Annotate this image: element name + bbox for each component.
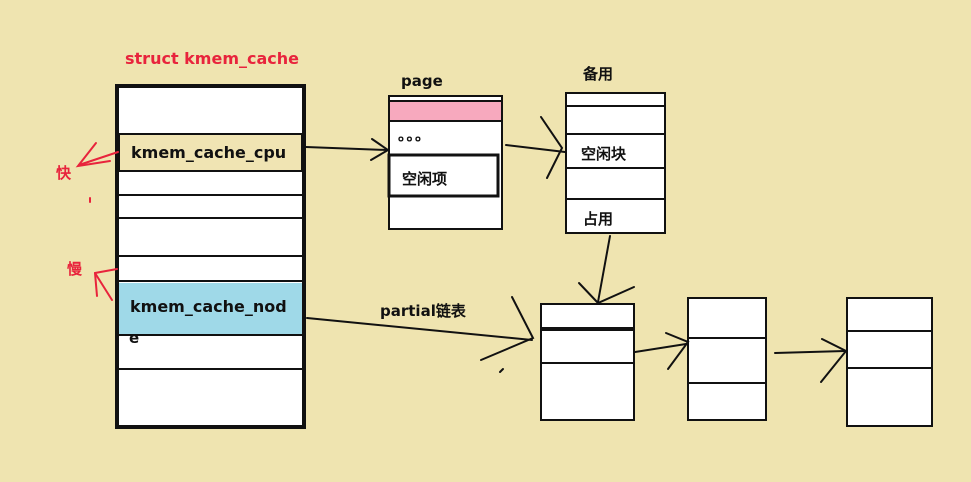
arrow-slab2-to-slab3 xyxy=(774,338,848,383)
arrow-slab1-to-slab2 xyxy=(634,332,690,370)
arrow-page-to-backup xyxy=(505,116,566,179)
cpu-field-label: kmem_cache_cpu xyxy=(131,143,287,162)
backup-box xyxy=(565,92,666,234)
backup-label: 备用 xyxy=(583,65,614,83)
slab-slot xyxy=(687,337,767,384)
kmem-cache-node-field xyxy=(119,283,302,334)
partial-slab-2 xyxy=(687,297,767,421)
partial-slab-3 xyxy=(846,297,933,427)
slab-slot xyxy=(540,329,635,364)
slow-label: 慢 xyxy=(67,260,83,278)
occupied-label: 占用 xyxy=(583,210,614,228)
page-label: page xyxy=(401,72,443,90)
arrow-backup-to-slab xyxy=(578,235,635,305)
page-header-slot xyxy=(390,101,501,120)
page-free-item-label: 空闲项 xyxy=(402,170,448,188)
struct-title: struct kmem_cache xyxy=(125,49,299,68)
page-ellipsis: 。。。 xyxy=(398,126,432,144)
fast-label: 快 xyxy=(56,164,72,182)
slow-arrow xyxy=(94,268,118,301)
kmem-cache-cpu-field xyxy=(118,133,303,172)
node-field-label-wrap: e xyxy=(129,329,140,347)
free-block-label: 空闲块 xyxy=(581,145,627,163)
page-free-item-slot xyxy=(387,153,500,198)
node-field-label: kmem_cache_nod xyxy=(130,297,287,316)
arrow-cpu-to-page xyxy=(305,138,390,161)
fast-arrow xyxy=(75,142,119,168)
arrow-node-to-partial xyxy=(306,296,535,361)
slab-slot xyxy=(846,330,933,369)
stray-mark xyxy=(499,368,504,373)
partial-list-label: partial链表 xyxy=(380,302,466,320)
